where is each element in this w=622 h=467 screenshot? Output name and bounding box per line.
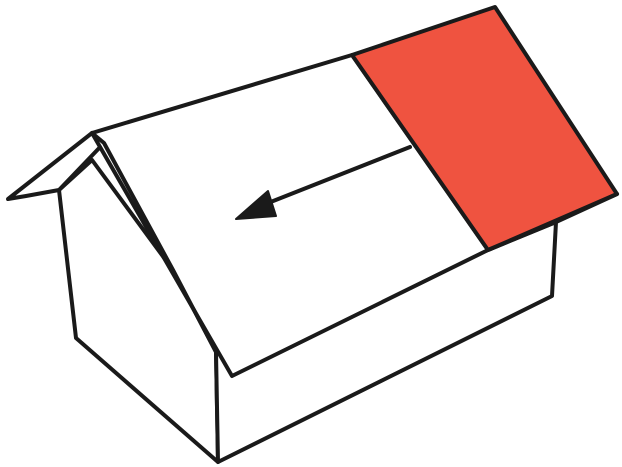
roof-left-slope — [6, 131, 106, 201]
direction-arrow — [235, 145, 412, 220]
gable-roof-edge — [90, 131, 218, 354]
eave-edge — [486, 192, 619, 252]
arrow-head — [235, 190, 277, 220]
arrow-shaft — [256, 145, 412, 209]
